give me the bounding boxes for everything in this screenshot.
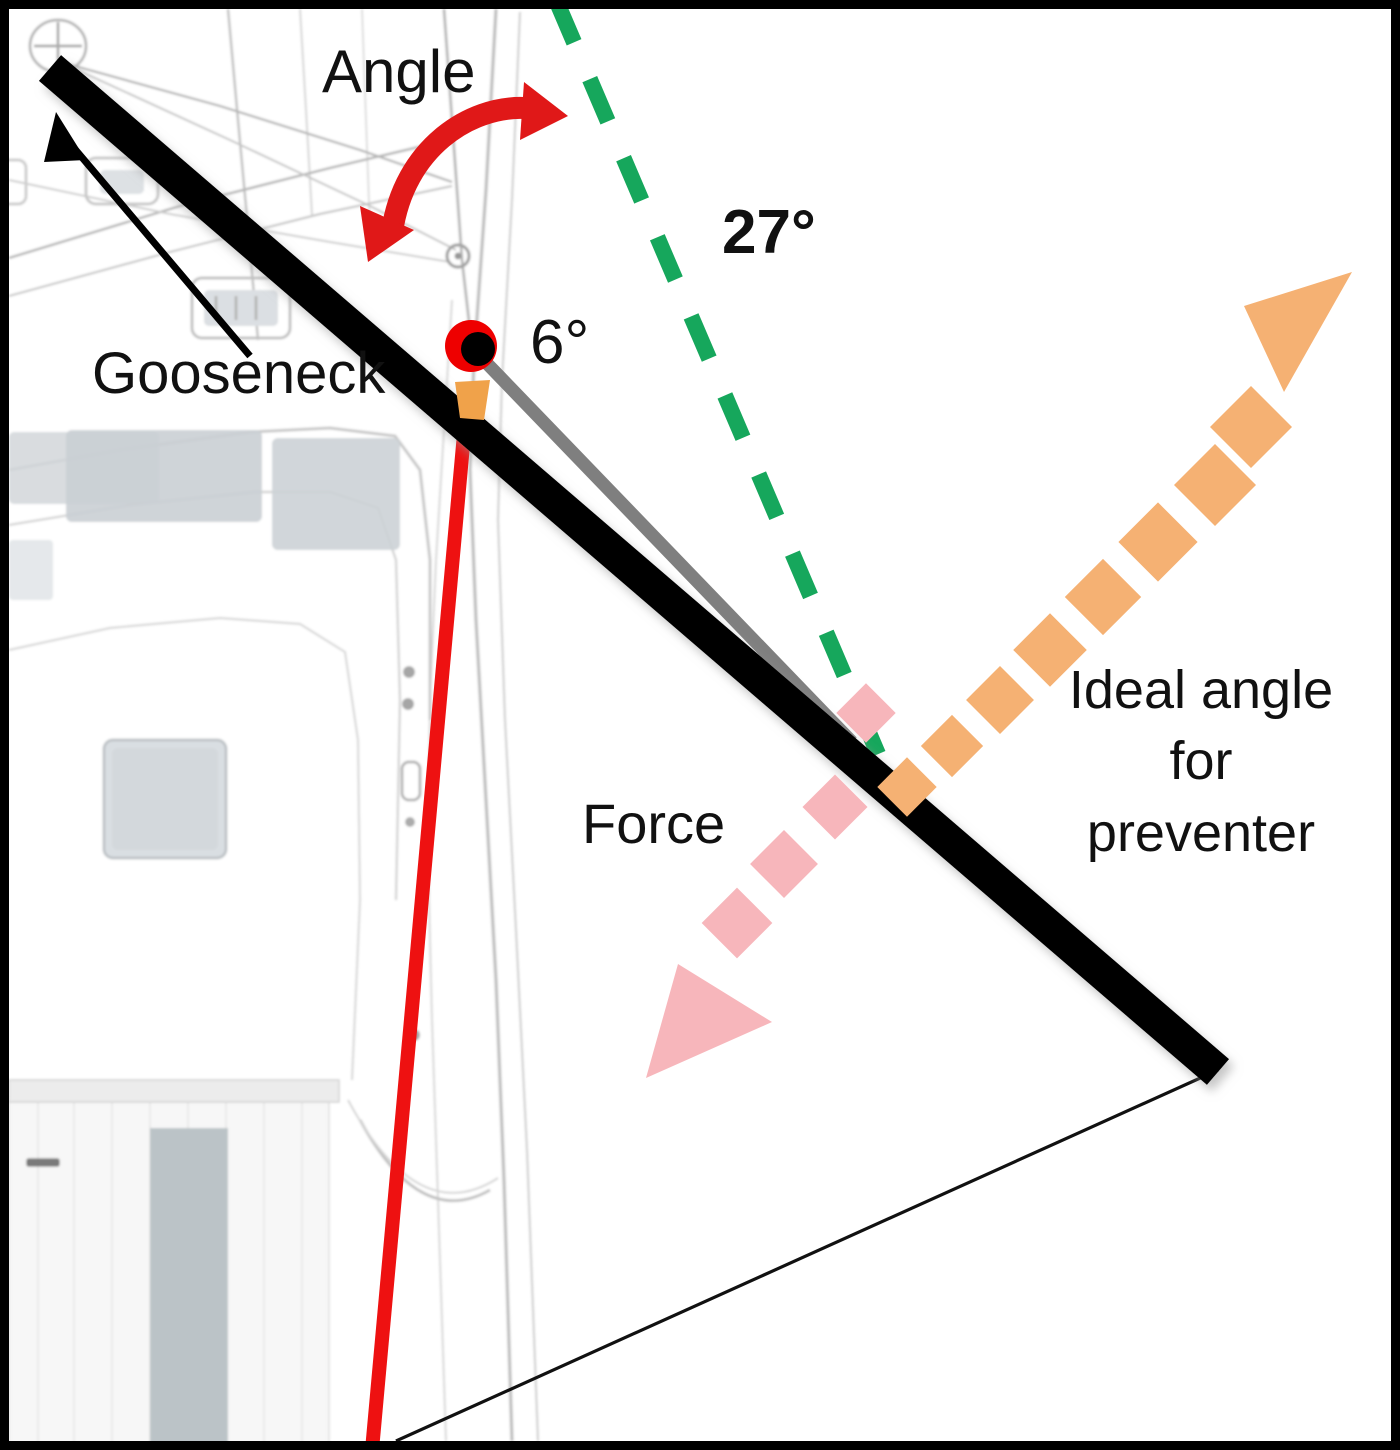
gooseneck-pointer-arrow: [44, 112, 253, 359]
background-boat-photo: [9, 9, 1391, 1441]
force-label: Force: [582, 792, 726, 855]
pink-dotted-force-arrow: [646, 683, 896, 1078]
angle-label: Angle: [322, 38, 476, 105]
preventer-angle-value-label: 6°: [530, 308, 590, 377]
orange-dotted-ideal-arrow: [877, 272, 1352, 817]
ideal-angle-label: Ideal angle for preventer: [1046, 655, 1356, 869]
angle-double-arrow-icon: [360, 82, 568, 262]
red-preventer-line: [365, 411, 473, 1441]
green-dashed-centerline: [551, 9, 892, 772]
boom-bar: [38, 55, 1230, 1085]
gooseneck-label: Gooseneck: [92, 341, 386, 406]
ideal-angle-label-line-2: for: [1169, 731, 1233, 792]
pivot-point-icon: [445, 320, 497, 372]
ideal-angle-label-line-1: Ideal angle: [1068, 660, 1334, 720]
ideal-angle-label-line-3: preventer: [1086, 802, 1316, 863]
gray-mainsheet-line: [469, 345, 857, 747]
orange-attachment-fitting: [455, 380, 490, 420]
sail-foot-line: [395, 1068, 1219, 1441]
boom-angle-value-label: 27°: [722, 198, 816, 267]
